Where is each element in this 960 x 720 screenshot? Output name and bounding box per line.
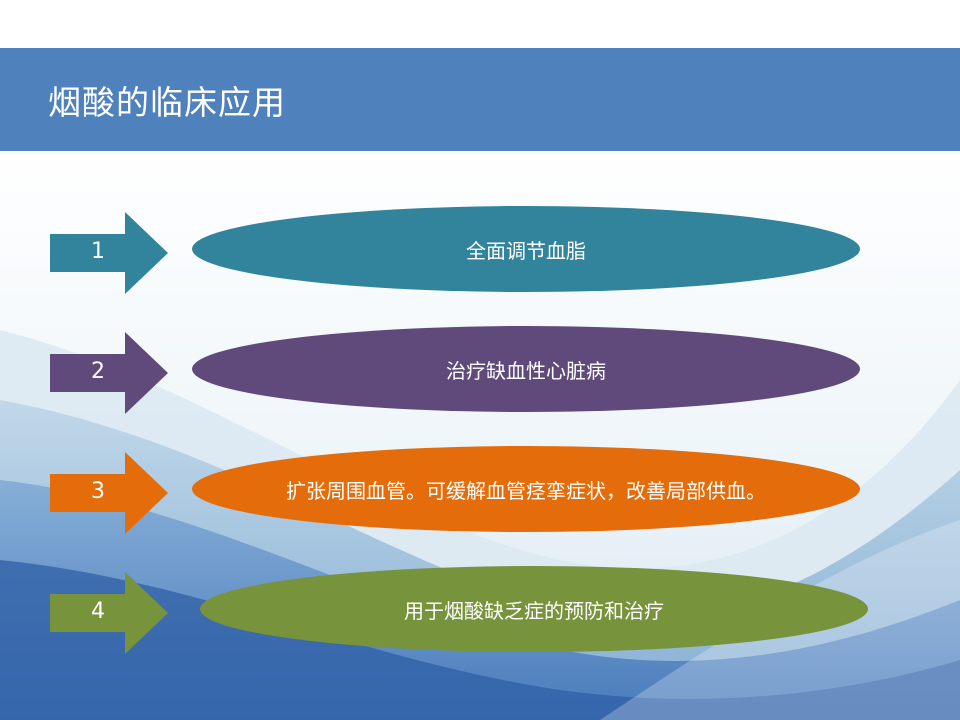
item-number: 2	[91, 359, 105, 384]
arrow-shape-4	[50, 572, 168, 654]
item-number: 1	[91, 239, 105, 264]
arrow-shape-2	[50, 332, 168, 414]
item-pill: 扩张周围血管。可缓解血管痉挛症状，改善局部供血。	[192, 446, 860, 532]
list-item: 3 扩张周围血管。可缓解血管痉挛症状，改善局部供血。	[0, 446, 960, 536]
title-bar	[0, 48, 960, 151]
item-pill: 全面调节血脂	[192, 206, 860, 292]
item-pill: 用于烟酸缺乏症的预防和治疗	[200, 566, 868, 652]
arrow-shape-3	[50, 452, 168, 534]
item-number: 3	[91, 479, 105, 504]
item-number: 4	[91, 599, 105, 624]
list-item: 4 用于烟酸缺乏症的预防和治疗	[0, 566, 960, 656]
slide-title: 烟酸的临床应用	[48, 83, 286, 122]
item-pill: 治疗缺血性心脏病	[192, 326, 860, 412]
list-item: 2 治疗缺血性心脏病	[0, 326, 960, 416]
arrow-shape-1	[50, 212, 168, 294]
list-item: 1 全面调节血脂	[0, 206, 960, 296]
